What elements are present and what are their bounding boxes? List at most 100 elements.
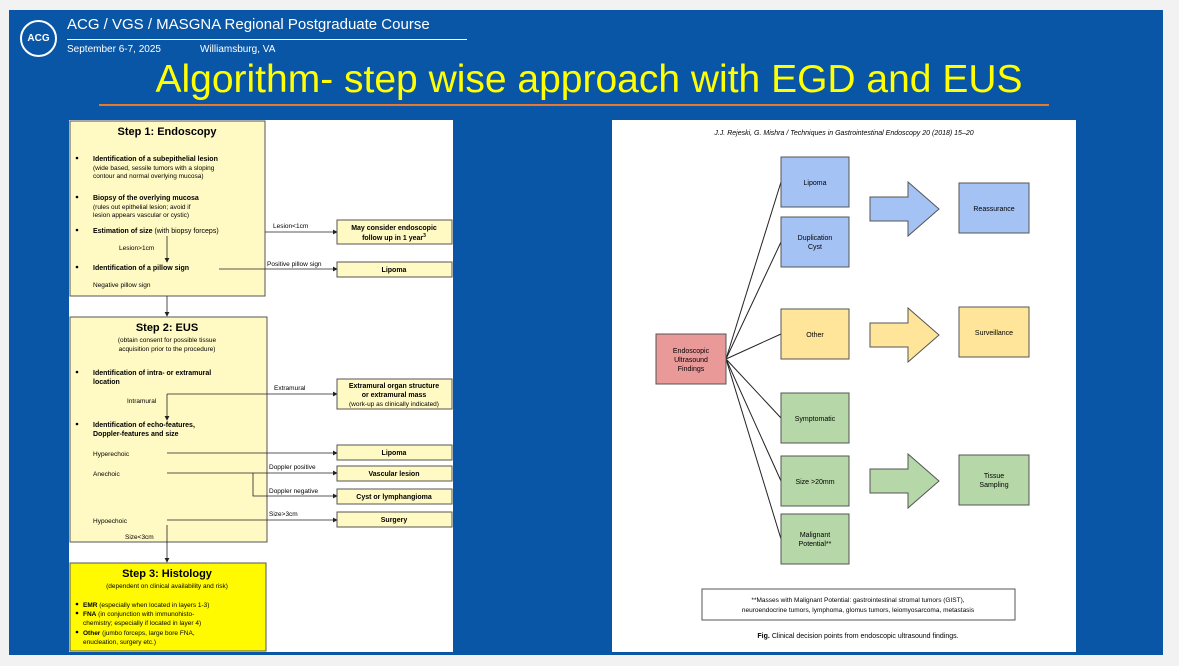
- branch-doppler-neg: Doppler negative: [269, 488, 319, 495]
- node-size: [780, 455, 850, 507]
- intramural-label: Intramural: [127, 398, 157, 405]
- node-dup-line1: Duplication: [798, 235, 833, 242]
- branch-lesion-lt: Lesion<1cm: [273, 223, 308, 230]
- box-surgery-text: Surgery: [381, 517, 408, 524]
- box-cyst-text: Cyst or lymphangioma: [356, 494, 432, 501]
- figure-caption: Fig. Clinical decision points from endos…: [757, 633, 958, 640]
- step1-b1-head: Identification of a subepithelial lesion: [93, 156, 218, 163]
- arrow-yellow: [869, 306, 940, 364]
- box-cyst: [336, 488, 453, 505]
- node-root-line2: Ultrasound: [674, 357, 708, 364]
- box-lipoma-1: [336, 261, 453, 278]
- step2-sub-line1: (obtain consent for possible tissue: [118, 337, 217, 344]
- anechoic-label: Anechoic: [93, 471, 120, 478]
- node-tissue-line2: Sampling: [979, 482, 1008, 489]
- course-location: Williamsburg, VA: [200, 44, 276, 55]
- branch-extramural: Extramural: [274, 385, 306, 392]
- step3-b3-line2: enucleation, surgery etc.): [83, 639, 156, 646]
- node-tissue-sampling: [958, 454, 1030, 506]
- node-root-line1: Endoscopic: [673, 348, 710, 355]
- node-symptomatic: [780, 392, 850, 444]
- node-duplication-cyst: [780, 216, 850, 268]
- step3-b2: FNA (in conjunction with immunohisto-: [83, 611, 194, 618]
- step3-title: Step 3: Histology: [122, 568, 213, 580]
- course-title: ACG / VGS / MASGNA Regional Postgraduate…: [67, 16, 430, 33]
- node-lipoma: [780, 156, 850, 208]
- footnote-box: [701, 588, 1016, 621]
- step2-b2-line2: Doppler-features and size: [93, 431, 179, 438]
- left-flowchart: Step 1: Endoscopy Identification of a su…: [69, 120, 453, 652]
- step1-b3: Estimation of size (with biopsy forceps): [93, 228, 219, 235]
- slide: ACG ACG / VGS / MASGNA Regional Postgrad…: [9, 10, 1163, 655]
- header-divider: [67, 39, 467, 40]
- box-vascular: [336, 465, 453, 482]
- step1-b1-line1: (wide based, sessile tumors with a slopi…: [93, 165, 215, 172]
- left-flowchart-panel: Step 1: Endoscopy Identification of a su…: [69, 120, 453, 652]
- box-follow-up: [336, 219, 453, 245]
- step3-b1: EMR (especially when located in layers 1…: [83, 602, 209, 609]
- step1-box: [69, 120, 266, 297]
- step2-title: Step 2: EUS: [136, 322, 198, 334]
- node-reassurance: [958, 182, 1030, 234]
- step1-b2-line2: lesion appears vascular or cystic): [93, 212, 189, 219]
- title-underline: [99, 104, 1049, 106]
- node-malignant: [780, 513, 850, 565]
- step3-box: [69, 562, 267, 652]
- node-other: [780, 308, 850, 360]
- node-mal-line1: Malignant: [800, 532, 830, 539]
- lesion-gt-label: Lesion>1cm: [119, 245, 154, 252]
- step1-b4-head: Identification of a pillow sign: [93, 265, 189, 272]
- step1-b2-head: Biopsy of the overlying mucosa: [93, 195, 199, 202]
- box-surgery: [336, 511, 453, 528]
- branch-size-gt: Size>3cm: [269, 511, 298, 518]
- node-surveillance: [958, 306, 1030, 358]
- course-date: September 6-7, 2025: [67, 44, 161, 55]
- box-lipoma-2: [336, 444, 453, 461]
- step2-b1-line2: location: [93, 379, 120, 386]
- node-surveillance-text: Surveillance: [975, 330, 1013, 337]
- neg-pillow-label: Negative pillow sign: [93, 282, 151, 289]
- step3-sub-line1: (dependent on clinical availability and …: [106, 583, 228, 590]
- hypoechoic-label: Hypoechoic: [93, 518, 128, 525]
- step1-b2-line1: (rules out epithelial lesion; avoid if: [93, 204, 191, 211]
- arrow-blue: [869, 180, 940, 238]
- box-extramural: [336, 378, 453, 410]
- box-extra-line2: or extramural mass: [362, 392, 427, 399]
- branch-doppler-pos: Doppler positive: [269, 464, 316, 471]
- node-lipoma-text: Lipoma: [804, 180, 827, 187]
- node-other-text: Other: [806, 332, 824, 339]
- box-extra-line3: (work-up as clinically indicated): [349, 401, 439, 408]
- slide-title: Algorithm- step wise approach with EGD a…: [155, 58, 1023, 101]
- box-follow-line1: May consider endoscopic: [351, 225, 437, 232]
- step1-b1-line2: contour and normal overlying mucosa): [93, 173, 204, 180]
- box-vascular-text: Vascular lesion: [369, 471, 420, 478]
- box-extra-line1: Extramural organ structure: [349, 383, 439, 390]
- step2-b1-line1: Identification of intra- or extramural: [93, 370, 211, 377]
- box-lipoma-1-text: Lipoma: [382, 267, 407, 274]
- step3-b2-line2: chemistry; especially if located in laye…: [83, 620, 201, 627]
- arrow-green: [869, 452, 940, 510]
- node-root-line3: Findings: [678, 366, 705, 373]
- citation: J.J. Rejeski, G. Mishra / Techniques in …: [713, 130, 973, 137]
- step1-title: Step 1: Endoscopy: [117, 126, 217, 138]
- node-symptomatic-text: Symptomatic: [795, 416, 836, 423]
- node-reassurance-text: Reassurance: [973, 206, 1014, 213]
- box-lipoma-2-text: Lipoma: [382, 450, 407, 457]
- step2-sub-line2: acquisition prior to the procedure): [119, 346, 216, 353]
- node-size-text: Size >20mm: [795, 479, 834, 486]
- node-dup-line2: Cyst: [808, 244, 822, 251]
- step2-box: [69, 316, 268, 543]
- size-lt-label: Size<3cm: [125, 534, 154, 541]
- right-figure-panel: J.J. Rejeski, G. Mishra / Techniques in …: [612, 120, 1076, 652]
- footnote-line2: neuroendocrine tumors, lymphoma, glomus …: [742, 607, 975, 614]
- branch-pos-pillow: Positive pillow sign: [267, 261, 322, 268]
- hyperechoic-label: Hyperechoic: [93, 451, 130, 458]
- step2-b2-line1: Identification of echo-features,: [93, 422, 195, 429]
- footnote-line1: **Masses with Malignant Potential: gastr…: [751, 597, 964, 604]
- box-follow-line2: follow up in 1 year3: [362, 233, 426, 242]
- node-root: [655, 333, 727, 385]
- acg-logo: ACG: [20, 20, 57, 57]
- node-tissue-line1: Tissue: [984, 473, 1004, 480]
- logo-text: ACG: [27, 33, 50, 44]
- step3-b3: Other (jumbo forceps, large bore FNA,: [83, 630, 195, 637]
